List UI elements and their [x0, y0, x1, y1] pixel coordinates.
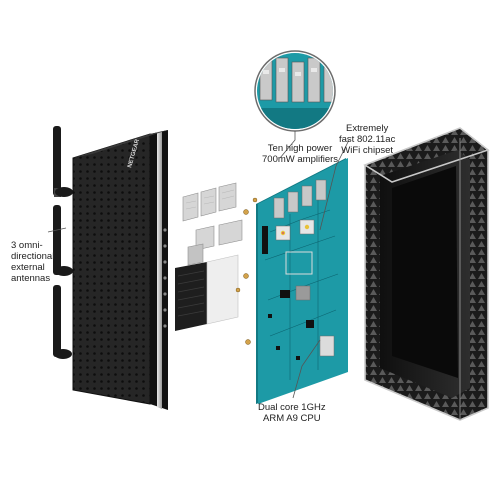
- router-housing: NETGEAR: [72, 130, 168, 410]
- shield-plate: [175, 254, 239, 331]
- label-chipset: Extremely fast 802.11ac WiFi chipset: [339, 123, 396, 156]
- leader-amplifiers: [279, 131, 296, 159]
- antenna-bottom: [53, 285, 72, 359]
- label-amplifiers: Ten high power 700mW amplifiers: [262, 143, 339, 165]
- label-cpu: Dual core 1GHz ARM A9 CPU: [258, 402, 326, 424]
- zoom-inset: [254, 50, 336, 132]
- antennas: [53, 126, 73, 359]
- connectors: [235, 197, 258, 345]
- circuit-board: [256, 158, 348, 404]
- leader-antennas: [47, 227, 67, 233]
- antenna-top: [53, 126, 73, 197]
- leader-cpu: [292, 339, 321, 399]
- leader-chipset: [319, 139, 350, 231]
- heatsink-tiles: [182, 182, 243, 266]
- leader-lines: [47, 131, 350, 399]
- label-antennas: 3 omni- directional external antennas: [11, 240, 55, 284]
- antenna-middle: [53, 205, 73, 276]
- router-case: [363, 127, 490, 421]
